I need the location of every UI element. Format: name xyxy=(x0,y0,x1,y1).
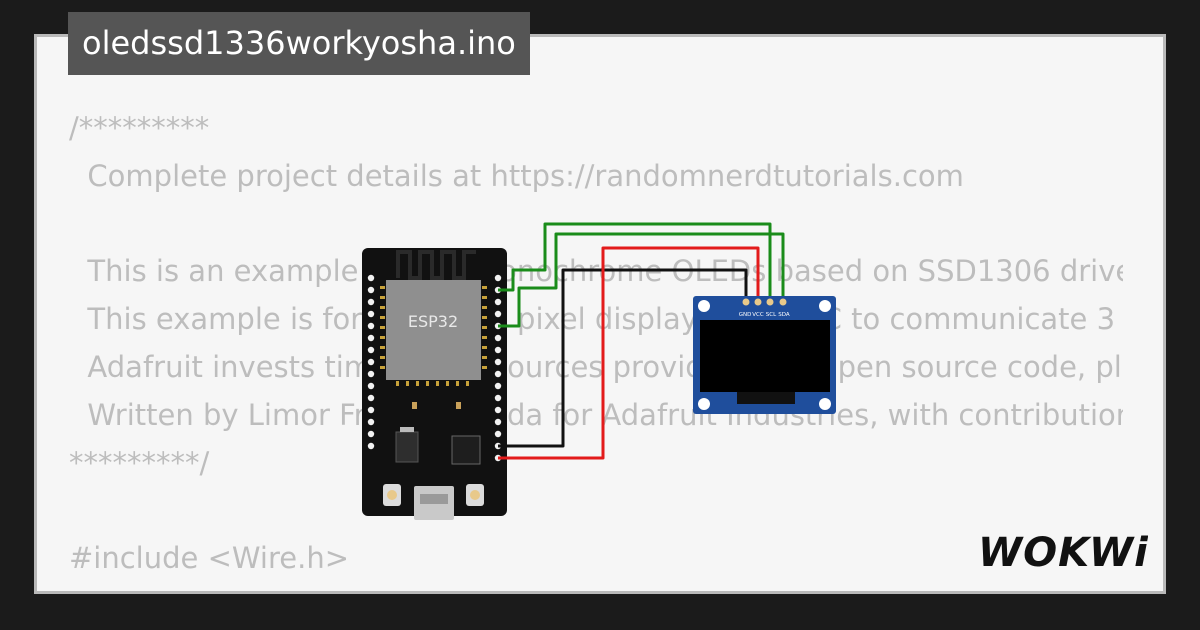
oled-pin-sda-label: SDA xyxy=(778,312,790,318)
code-line: *********/ xyxy=(69,445,210,480)
oled-pin-scl-label: SCL xyxy=(766,312,777,318)
code-preview: /********* Complete project details at h… xyxy=(69,105,1123,591)
usb-uart-chip xyxy=(451,435,481,465)
code-line: #include <Adafruit_GFX.h> xyxy=(69,583,1123,591)
antenna-trace xyxy=(396,250,476,280)
left-header-pins xyxy=(367,274,375,450)
wire-scl[interactable] xyxy=(498,232,785,328)
code-line: Complete project details at https://rand… xyxy=(69,158,964,193)
wokwi-logo[interactable]: WOKWi xyxy=(978,528,1148,578)
right-header-pins xyxy=(494,274,502,462)
oled-pin-headers xyxy=(742,298,787,306)
oled-display[interactable]: GND VCC SCL SDA xyxy=(693,296,836,414)
code-line: /********* xyxy=(69,111,210,145)
code-line: #include <Wire.h> xyxy=(69,541,350,576)
wire-gnd[interactable] xyxy=(498,268,748,448)
project-title[interactable]: oledssd1336workyosha.ino xyxy=(68,12,530,75)
wokwi-logo-text: WOKWi xyxy=(978,530,1148,576)
esp32-chip-label: ESP32 xyxy=(408,312,458,331)
esp32-module xyxy=(386,280,481,380)
module-pads xyxy=(380,286,487,386)
esp32-board[interactable]: ESP32 xyxy=(362,248,507,520)
preview-card: /********* Complete project details at h… xyxy=(34,34,1166,594)
oled-pin-vcc-label: VCC xyxy=(752,312,764,318)
oled-pin-gnd-label: GND xyxy=(739,312,752,318)
oled-screen xyxy=(700,320,830,392)
wire-sda[interactable] xyxy=(498,222,772,300)
wires xyxy=(498,222,785,460)
voltage-regulator xyxy=(395,431,419,463)
boot-button[interactable] xyxy=(383,484,401,506)
wire-vcc[interactable] xyxy=(498,246,760,460)
en-button[interactable] xyxy=(466,484,484,506)
